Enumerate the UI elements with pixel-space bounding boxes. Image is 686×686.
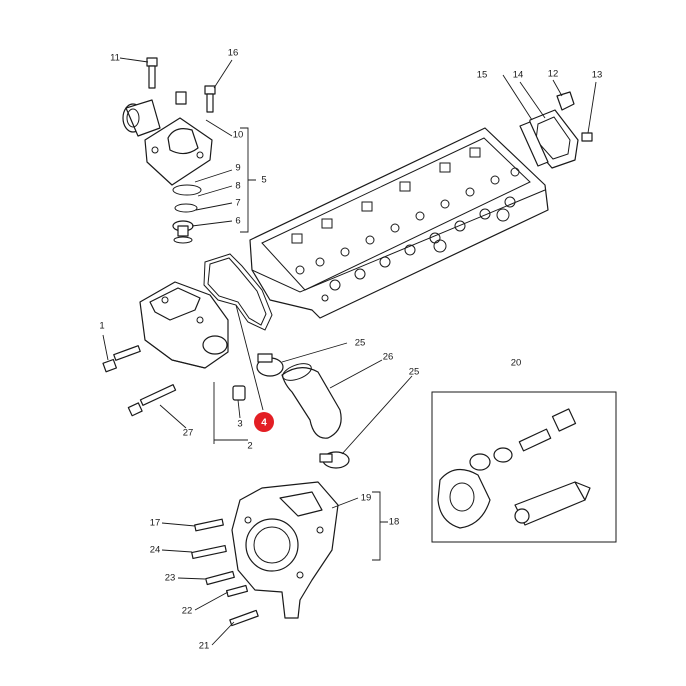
bracket-18: [372, 491, 388, 561]
o-ring-9: [172, 184, 202, 196]
callout-27: 27: [183, 428, 194, 439]
callout-6: 6: [235, 216, 240, 227]
hose-clamp-upper: [256, 353, 284, 377]
circlip-7: [174, 203, 198, 213]
callout-8: 8: [235, 181, 240, 192]
bolt-13: [581, 132, 593, 142]
highlighted-callout-4[interactable]: 4: [254, 412, 274, 432]
bolt-11: [146, 57, 158, 89]
gasket: [203, 253, 273, 331]
callout-7: 7: [235, 198, 240, 209]
plug-12: [556, 91, 575, 111]
repair-kit-box: [431, 391, 617, 543]
leader-lines: [102, 57, 597, 646]
housing-2: [139, 281, 229, 369]
callout-4: 4: [261, 418, 267, 429]
callout-15: 15: [477, 70, 488, 81]
bolt-16: [204, 85, 216, 113]
callout-2: 2: [247, 441, 252, 452]
bolt-1: [102, 345, 141, 373]
thermostat-6: [172, 220, 194, 237]
plug-10: [175, 91, 187, 105]
callout-22: 22: [182, 606, 193, 617]
callout-13: 13: [592, 70, 603, 81]
callout-23: 23: [165, 573, 176, 584]
callout-26: 26: [383, 352, 394, 363]
cover-plate: [519, 109, 579, 169]
hose-clamp-lower: [319, 451, 350, 469]
water-pump: [231, 481, 339, 619]
callout-18: 18: [389, 517, 400, 528]
bracket-2: [213, 382, 248, 444]
callout-21: 21: [199, 641, 210, 652]
callout-20: 20: [511, 358, 522, 369]
callout-11: 11: [110, 53, 120, 64]
thermostat-housing: [122, 99, 213, 186]
seal-ring: [173, 236, 193, 244]
callout-5: 5: [261, 175, 266, 186]
highlight-marker: [254, 412, 274, 432]
callout-19: 19: [361, 493, 372, 504]
nut-3: [232, 385, 246, 401]
pump-bolts: [191, 518, 259, 627]
callout-labels: 11 16 10 9 8 7 6 5 15 14 12 13 1 25 26 2…: [99, 48, 602, 652]
callout-24: 24: [150, 545, 161, 556]
callout-14: 14: [513, 70, 524, 81]
callout-9: 9: [235, 163, 240, 174]
cylinder-head: [249, 127, 549, 319]
bolt-27: [127, 384, 177, 417]
bracket-5: [240, 127, 256, 233]
callout-17: 17: [150, 518, 161, 529]
callout-12: 12: [548, 69, 559, 80]
callout-3: 3: [237, 419, 242, 430]
hose-26: [281, 367, 342, 439]
callout-25-lower: 25: [409, 367, 420, 378]
callout-16: 16: [228, 48, 239, 59]
repair-kit-parts: [437, 408, 591, 529]
callout-10: 10: [233, 130, 244, 141]
callout-25-upper: 25: [355, 338, 366, 349]
callout-1: 1: [99, 321, 104, 332]
